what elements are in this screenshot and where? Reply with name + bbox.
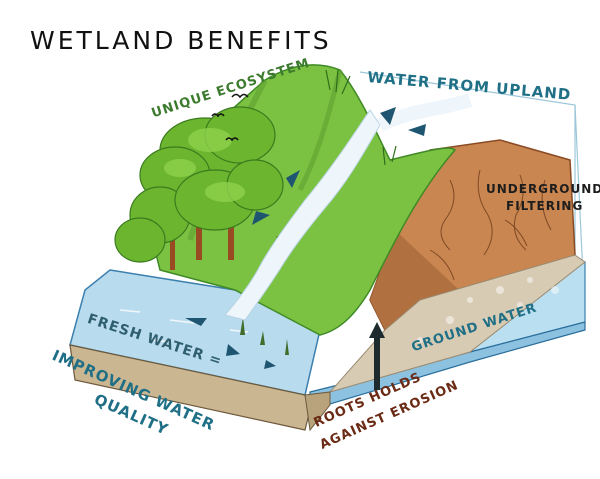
glass-box [359, 71, 586, 321]
diagram-title: WETLAND BENEFITS [30, 26, 332, 55]
flow-arrow-icon [185, 107, 426, 369]
forest-trees [114, 106, 284, 270]
upward-arrow-icon [369, 322, 385, 390]
bird-icon [211, 93, 249, 142]
label-underground: UNDERGROUND [486, 182, 600, 196]
label-filtering: FILTERING [506, 199, 584, 213]
